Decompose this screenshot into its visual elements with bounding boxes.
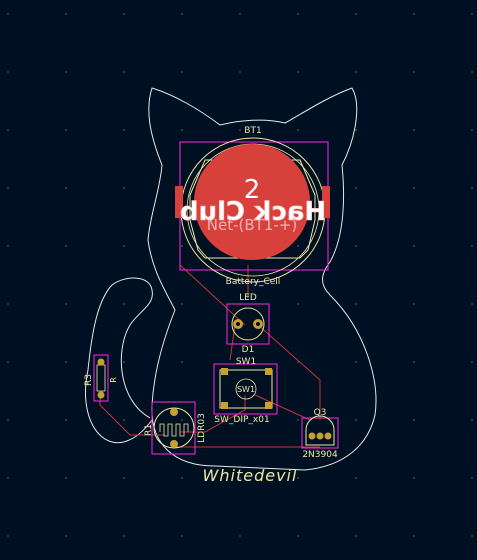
battery-net-label: Net-(BT1-+): [207, 216, 297, 234]
transistor-pad-e[interactable]: [308, 432, 316, 440]
ldr-pad-1[interactable]: [170, 408, 178, 416]
ldr-courtyard: [151, 401, 196, 455]
ldr-footprint[interactable]: R1 LDR03: [144, 401, 207, 455]
switch-body-outline: [219, 369, 273, 409]
battery-pad-number: 2: [244, 175, 261, 205]
switch-pad-1[interactable]: [221, 368, 228, 375]
transistor-courtyard: [301, 417, 339, 449]
transistor-ref-label: Q3: [314, 408, 327, 418]
battery-ref-label: BT1: [244, 126, 261, 136]
resistor-ref-label: R3: [84, 374, 94, 386]
transistor-pad-b[interactable]: [316, 432, 324, 440]
resistor-courtyard: [93, 354, 109, 402]
ldr-ref-label: R1: [144, 424, 154, 436]
ldr-value-label: LDR03: [197, 413, 207, 443]
led-body-outline: [231, 307, 265, 341]
led-value-label: LED: [239, 293, 257, 303]
battery-pad-left[interactable]: [175, 186, 183, 218]
switch-value-label: SW_DIP_x01: [214, 415, 269, 425]
battery-holder-body: [189, 159, 316, 259]
resistor-pad-2[interactable]: [97, 391, 105, 399]
led-pad-1-hole: [236, 322, 240, 326]
switch-pad-4[interactable]: [265, 402, 272, 409]
resistor-pad-1[interactable]: [97, 358, 105, 366]
resistor-footprint[interactable]: R3 R: [84, 354, 118, 402]
switch-pad-3[interactable]: [221, 402, 228, 409]
led-pad-2-hole: [256, 322, 260, 326]
led-footprint[interactable]: LED D1: [226, 293, 270, 355]
battery-pad-right[interactable]: [322, 186, 330, 218]
led-courtyard: [226, 303, 270, 345]
board-signature: Whitedevil: [203, 466, 298, 485]
battery-footprint[interactable]: 2 Net-(BT1-+) BT1 Battery_Cell: [175, 126, 330, 287]
switch-pad-2[interactable]: [265, 368, 272, 375]
battery-value-label: Battery_Cell: [226, 277, 281, 287]
transistor-footprint[interactable]: Q3 2N3904: [301, 408, 339, 460]
battery-pad-2[interactable]: [194, 144, 310, 260]
transistor-body-outline: [305, 415, 335, 446]
switch-courtyard: [213, 363, 278, 415]
board-outline-tail: [85, 277, 153, 443]
switch-body-label: SW1: [237, 385, 255, 394]
transistor-value-label: 2N3904: [302, 450, 338, 460]
switch-footprint[interactable]: SW1 SW1 SW_DIP_x01: [213, 357, 278, 425]
led-ref-label: D1: [242, 345, 255, 355]
hack-club-logo-text: Hack Club: [180, 197, 326, 227]
switch-center-circle: [235, 378, 257, 400]
switch-ref-label: SW1: [236, 357, 256, 367]
resistor-value-label: R: [109, 377, 118, 383]
hack-club-logo: Hack Club: [180, 197, 327, 228]
ldr-pad-2[interactable]: [170, 440, 178, 448]
transistor-pad-c[interactable]: [324, 432, 332, 440]
ldr-serpentine: [159, 423, 189, 437]
board-outline-cat: [147, 87, 377, 471]
battery-outline-inner: [186, 143, 320, 277]
